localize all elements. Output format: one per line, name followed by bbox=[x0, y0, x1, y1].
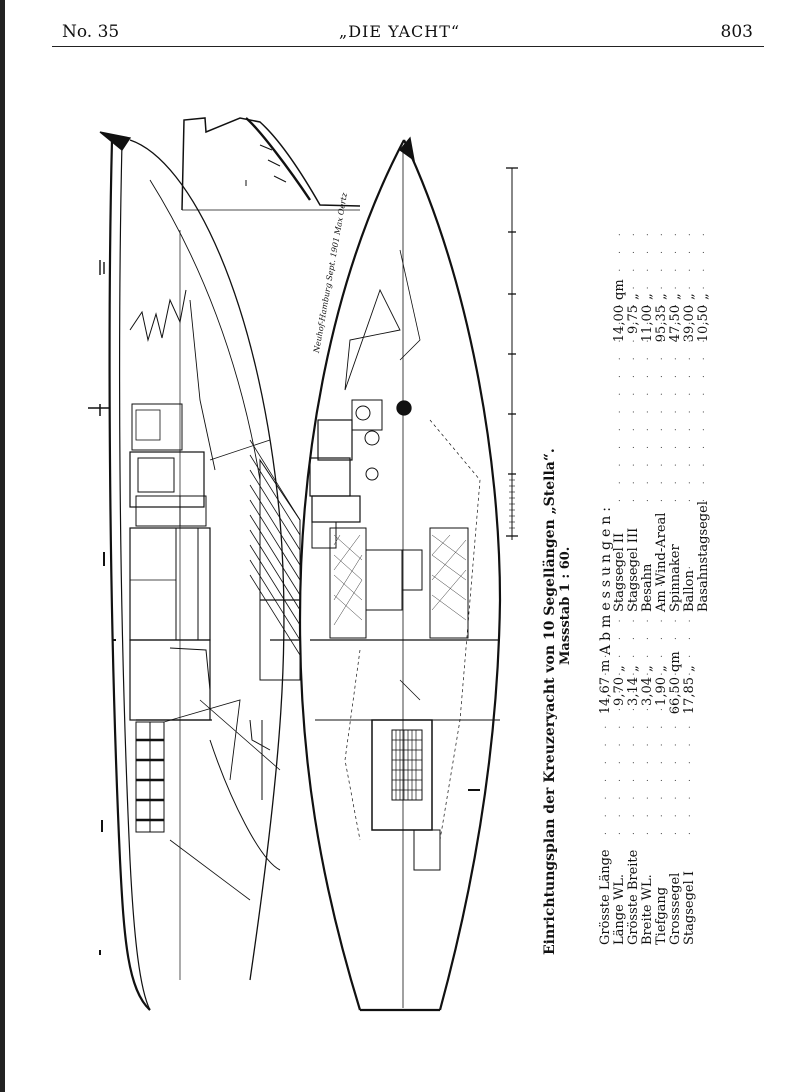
dimension-row: Stagsegel II. . . . . . . . . . . . . . … bbox=[612, 227, 627, 612]
dimension-unit: „ bbox=[696, 293, 711, 300]
dimension-row: Spinnaker. . . . . . . . . . . . . . . .… bbox=[668, 227, 683, 612]
dimension-value: 9,75 bbox=[626, 305, 641, 334]
dimension-row: Tiefgang. . . . . . . . . . . . . . . .1… bbox=[654, 560, 669, 945]
dimension-row: Länge WL.. . . . . . . . . . . . . . . .… bbox=[612, 560, 627, 945]
dimension-unit: „ bbox=[626, 293, 641, 300]
dimension-row: Basahnstagsegel. . . . . . . . . . . . .… bbox=[696, 227, 711, 612]
dimension-row: Grosssegel. . . . . . . . . . . . . . . … bbox=[668, 560, 683, 945]
dimension-row: Ballon. . . . . . . . . . . . . . . .39,… bbox=[682, 227, 697, 612]
dimension-value: 11,00 bbox=[640, 305, 655, 343]
dimension-value: 3,04 bbox=[640, 677, 655, 706]
dimension-unit: „ bbox=[612, 665, 627, 672]
dimension-unit: „ bbox=[640, 293, 655, 300]
caption-scale: Massstab 1 : 60. bbox=[558, 546, 573, 665]
dimension-unit: „ bbox=[626, 665, 641, 672]
issue-number: No. 35 bbox=[62, 22, 120, 42]
dimension-value: 1,90 bbox=[654, 677, 669, 706]
page-number: 803 bbox=[720, 22, 753, 42]
dimension-row: Am Wind-Areal. . . . . . . . . . . . . .… bbox=[654, 227, 669, 612]
dimension-row: Stagsegel I. . . . . . . . . . . . . . .… bbox=[682, 560, 697, 945]
dimension-unit: qm bbox=[668, 651, 683, 672]
dimensions-table-left: Grösste Länge. . . . . . . . . . . . . .… bbox=[598, 560, 718, 945]
page-header: No. 35 „DIE YACHT“ 803 bbox=[0, 18, 799, 48]
dimension-value: 3,14 bbox=[626, 677, 641, 706]
scan-edge bbox=[0, 0, 5, 1092]
dimension-row: Grösste Breite. . . . . . . . . . . . . … bbox=[626, 560, 641, 945]
dimension-row: Besahn. . . . . . . . . . . . . . . .11,… bbox=[640, 227, 655, 612]
dimension-row: Stagsegel III. . . . . . . . . . . . . .… bbox=[626, 227, 641, 612]
figure-caption: Einrichtungsplan der Kreuzeryacht von 10… bbox=[542, 155, 573, 955]
dimension-unit: qm bbox=[612, 279, 627, 300]
dimension-value: 95,35 bbox=[654, 305, 669, 343]
section-view bbox=[88, 117, 361, 1011]
dimension-value: 14,00 bbox=[612, 305, 627, 343]
dimension-row: Breite WL.. . . . . . . . . . . . . . . … bbox=[640, 560, 655, 945]
dimension-row: Grösste Länge. . . . . . . . . . . . . .… bbox=[598, 560, 613, 945]
dimension-value: 39,00 bbox=[682, 305, 697, 343]
dimensions-table-right: Stagsegel II. . . . . . . . . . . . . . … bbox=[612, 227, 732, 612]
journal-title: „DIE YACHT“ bbox=[338, 22, 461, 41]
dimension-value: 66,50 bbox=[668, 677, 683, 715]
dimension-unit: „ bbox=[682, 293, 697, 300]
dimension-unit: „ bbox=[654, 665, 669, 672]
dimension-value: 14,67 bbox=[598, 677, 613, 715]
dimension-unit: „ bbox=[654, 293, 669, 300]
dimension-value: 9,70 bbox=[612, 677, 627, 706]
dimension-unit: „ bbox=[640, 665, 655, 672]
scale-bar bbox=[506, 167, 518, 540]
dimension-unit: „ bbox=[682, 665, 697, 672]
dimension-value: 47,50 bbox=[668, 305, 683, 343]
header-rule bbox=[52, 46, 764, 47]
dimension-value: 10,50 bbox=[696, 305, 711, 343]
dimension-unit: m bbox=[598, 659, 613, 672]
caption-title: Einrichtungsplan der Kreuzeryacht von 10… bbox=[542, 448, 558, 955]
plan-view bbox=[298, 136, 502, 1012]
dimension-value: 17,85 bbox=[682, 677, 697, 715]
dimension-unit: „ bbox=[668, 293, 683, 300]
